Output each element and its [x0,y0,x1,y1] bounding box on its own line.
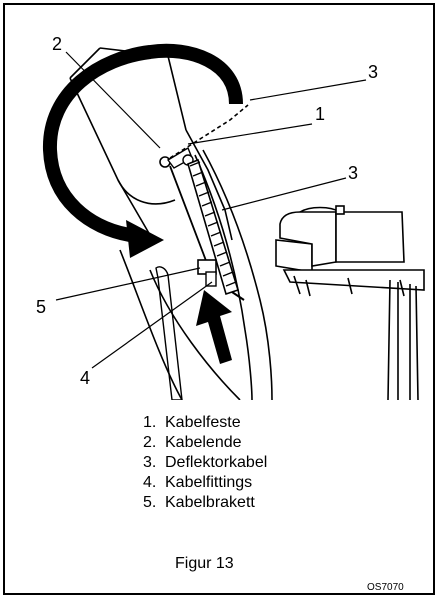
callout-3-top: 3 [368,62,379,82]
callout-3-mid: 3 [348,163,359,183]
rotation-arrow [42,43,243,242]
figure-caption: Figur 13 [175,555,234,572]
push-arrow [196,290,232,364]
leader-lines [55,51,367,369]
deflector-cable-drawing [42,43,425,400]
engine-housing [275,205,425,400]
cable-eye [159,156,171,168]
legend-item: 3.Deflektorkabel [143,454,268,471]
drawing-code: OS7070 [367,582,404,593]
side-strip [155,266,183,400]
cable-lower [231,291,245,301]
legend-item: 2.Kabelende [143,434,242,451]
callout-1: 1 [315,104,326,124]
figure-frame [3,3,435,595]
spring-coils [189,161,237,287]
legend-list: 1.Kabelfeste 2.Kabelende 3.Deflektorkabe… [143,413,267,513]
callout-5: 5 [36,297,47,317]
legend-item: 1.Kabelfeste [143,414,241,431]
cable-fitting [205,271,217,287]
rotation-arrowhead [126,220,164,258]
callout-2: 2 [52,34,63,54]
legend-item: 5.Kabelbrakett [143,494,255,511]
legend-item: 4.Kabelfittings [143,474,253,491]
cable-route-dashed [169,104,249,159]
callout-4: 4 [80,368,91,388]
spring-outline [187,158,239,296]
